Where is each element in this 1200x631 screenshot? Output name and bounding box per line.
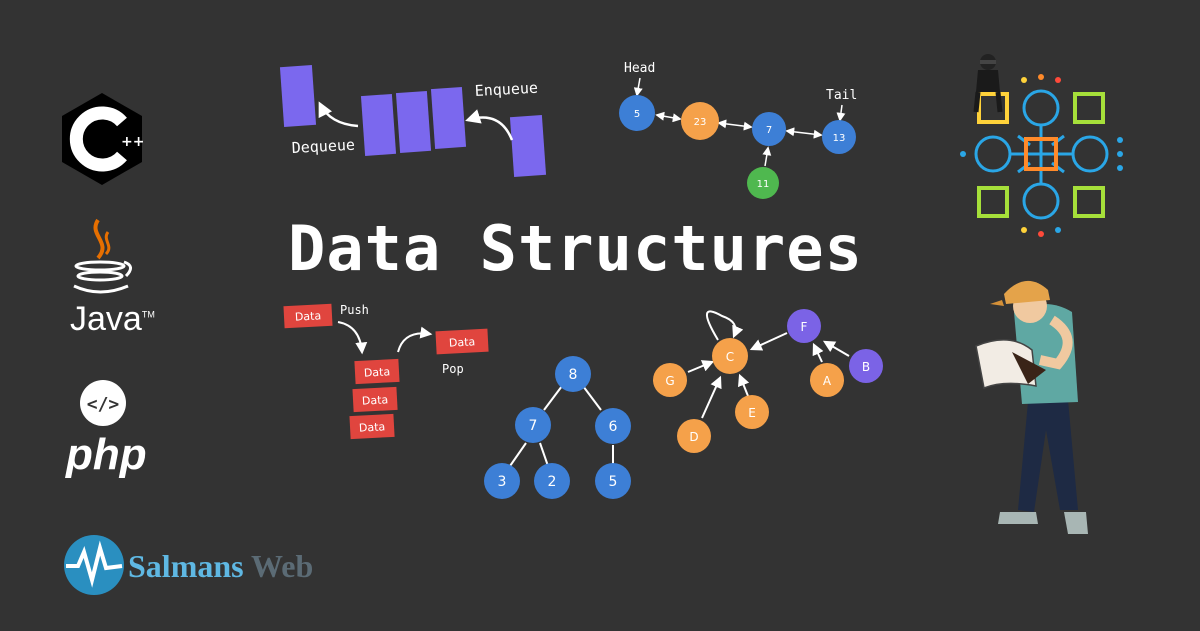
graph-node [712, 338, 748, 374]
graph-diagram: C F G A B E D [653, 309, 883, 453]
salmans-web-logo-icon [64, 535, 124, 595]
dequeue-label: Dequeue [291, 136, 355, 157]
list-node [681, 102, 719, 140]
svg-text:Data: Data [359, 420, 386, 434]
php-tag-icon: </> [80, 380, 126, 426]
svg-text:</>: </> [87, 394, 120, 415]
brand-name: Salmans Web [128, 548, 313, 585]
brand-name-part2: Web [251, 548, 314, 584]
java-logo-text: JavaTM [70, 300, 155, 338]
tree-node [595, 408, 631, 444]
svg-text:B: B [862, 360, 870, 374]
svg-text:7: 7 [766, 125, 772, 136]
cpp-logo-icon: ++ [62, 93, 144, 185]
list-node [747, 167, 779, 199]
stack-diagram: Data Push Data Data Data Data Pop [283, 303, 489, 440]
svg-text:2: 2 [548, 474, 557, 490]
pop-label: Pop [442, 362, 464, 376]
stack-item-popped [435, 328, 489, 355]
linked-list-diagram: Head Tail 5 23 7 13 11 [619, 61, 857, 199]
queue-block [430, 86, 467, 149]
binary-tree-diagram: 8 7 6 3 2 5 [484, 356, 631, 499]
graph-node [787, 309, 821, 343]
head-label: Head [624, 61, 655, 76]
svg-text:G: G [665, 374, 674, 388]
tree-node [595, 463, 631, 499]
graph-node [810, 363, 844, 397]
queue-diagram: Enqueue Dequeue [279, 64, 547, 178]
push-label: Push [340, 303, 369, 317]
list-node [619, 95, 655, 131]
svg-text:E: E [748, 406, 756, 420]
network-grid-icon [960, 74, 1123, 237]
graph-node [849, 349, 883, 383]
php-logo-text: php [66, 430, 147, 479]
cpp-plus-label: ++ [121, 134, 144, 150]
tree-node [515, 407, 551, 443]
stack-item [354, 358, 400, 385]
queue-block-dequeued [279, 64, 317, 128]
stack-item-pushed [283, 303, 333, 329]
list-node [822, 120, 856, 154]
svg-text:6: 6 [609, 419, 618, 435]
page-title: Data Structures [288, 212, 863, 285]
person-reading-icon [975, 280, 1088, 534]
queue-block-enqueued [509, 114, 547, 178]
tail-label: Tail [826, 88, 857, 103]
java-logo-icon [73, 218, 132, 294]
svg-text:7: 7 [529, 418, 538, 434]
svg-text:13: 13 [833, 133, 846, 144]
svg-text:3: 3 [498, 474, 507, 490]
svg-text:5: 5 [634, 109, 640, 120]
graph-node [677, 419, 711, 453]
queue-block [360, 93, 397, 156]
graph-node [653, 363, 687, 397]
tree-node [555, 356, 591, 392]
svg-text:Data: Data [449, 335, 476, 349]
list-node [752, 112, 786, 146]
hacker-figure-icon [973, 54, 1003, 113]
svg-text:Data: Data [364, 365, 391, 379]
svg-text:Data: Data [362, 393, 389, 407]
svg-text:5: 5 [609, 474, 618, 490]
svg-text:11: 11 [757, 179, 770, 190]
queue-block [395, 90, 432, 153]
svg-text:Data: Data [295, 309, 322, 323]
svg-text:8: 8 [569, 367, 578, 383]
svg-text:D: D [689, 430, 698, 444]
enqueue-label: Enqueue [474, 79, 538, 100]
brand-name-part1: Salmans [128, 548, 244, 584]
stack-item [349, 413, 395, 440]
graph-node [735, 395, 769, 429]
svg-text:C: C [726, 350, 734, 364]
svg-text:A: A [823, 374, 832, 388]
svg-text:F: F [801, 320, 808, 334]
svg-text:23: 23 [694, 117, 707, 128]
stack-item [352, 386, 398, 413]
tree-node [484, 463, 520, 499]
tree-node [534, 463, 570, 499]
